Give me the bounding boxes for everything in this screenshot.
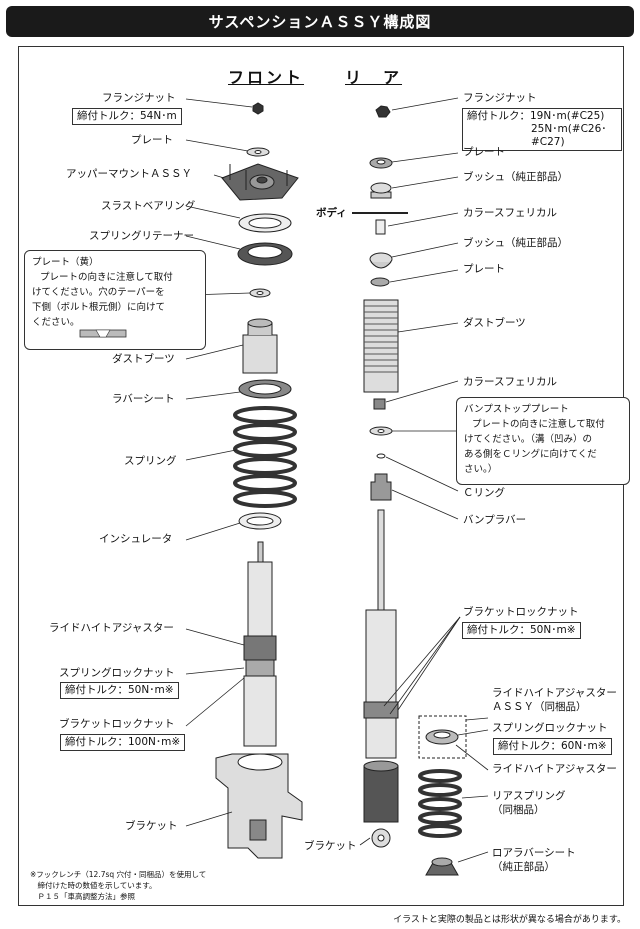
rear-note-line-4: さい。） [464,464,498,475]
rear-flange-torque: 締付トルク：19N･m(#C25) 25N･m(#C26･#C27) [462,108,622,151]
rear-plate-label: プレート [463,146,505,158]
rear-ride-height-assy-label-2: ＡＳＳＹ（同梱品） [492,701,587,713]
rear-flange-nut-icon [375,105,391,118]
disclaimer: イラストと実際の製品とは形状が異なる場合があります。 [393,915,626,925]
spring-retainer-label: スプリングリテーナー [89,230,194,242]
lower-rubber-label-2: （純正部品） [492,861,555,873]
rear-spring-lock-torque: 締付トルク：60N･m※ [493,738,612,755]
rear-flange-nut-label: フランジナット [463,92,537,104]
front-note-title: プレート（黄） [32,257,99,268]
front-bracket-icon [215,753,303,859]
thrust-bearing-label: スラストベアリング [101,200,196,212]
front-dust-boot-label: ダストブーツ [112,353,175,365]
rear-bush-label: ブッシュ（純正部品） [463,171,568,183]
front-note-line-4: ください。 [32,317,80,328]
rear-bracket-lock-torque: 締付トルク：50N･m※ [462,622,581,639]
rear-ride-height-label: ライドハイトアジャスター [492,763,617,775]
front-flange-torque: 締付トルク：54N･m [72,108,182,125]
rear-collar-label: カラースフェリカル [463,207,557,219]
header-rear: リ ア [345,68,403,87]
rear-bush2-label: ブッシュ（純正部品） [463,237,568,249]
rear-dust-boot-label: ダストブーツ [463,317,526,329]
rear-note-line-1: プレートの向きに注意して取付 [472,419,605,430]
front-plate-note: プレート（黄） プレートの向きに注意して取付 けてください。穴のテーパーを 下側… [24,250,206,350]
footnote-1: ※フックレンチ（12.7sq 穴付・同梱品）を使用して [30,870,207,879]
front-note-line-1: プレートの向きに注意して取付 [40,272,173,283]
front-spring-lock-torque: 締付トルク：50N･m※ [60,682,179,699]
rubber-seat-label: ラバーシート [112,393,175,405]
footnote-3: Ｐ１５「車高調整方法」参照 [30,892,135,901]
front-flange-nut-label: フランジナット [102,92,176,104]
rear-bracket-label: ブラケット [304,840,357,852]
rear-flange-torque-line-1: 締付トルク：19N･m(#C25) [467,110,605,122]
front-bracket-label: ブラケット [125,820,178,832]
footnote-2: 締付けた時の数値を示しています。 [30,881,157,890]
rear-collar2-label: カラースフェリカル [463,376,557,388]
rear-note-line-2: けてください。（溝（凹み）の [464,434,592,445]
front-flange-nut-icon [252,102,264,115]
rear-ride-height-assy-label-1: ライドハイトアジャスター [492,687,617,699]
rear-note-line-3: ある側をＣリングに向けてくだ [464,449,597,460]
rear-spring-lock-label: スプリングロックナット [492,722,608,734]
rear-spring-label-2: （同梱品） [492,804,545,816]
rear-plate2-label: プレート [463,263,505,275]
front-bracket-lock-torque: 締付トルク：100N･m※ [60,734,186,751]
rear-spring-label-1: リアスプリング [492,790,566,802]
bump-rubber-label: バンプラバー [463,514,527,526]
header-front: フロント [228,68,305,87]
front-bracket-lock-label: ブラケットロックナット [59,718,175,730]
body-label: ボディ [316,207,347,219]
front-note-line-2: けてください。穴のテーパーを [32,287,165,298]
front-note-line-3: 下側（ボルト根元側）に向けて [32,302,166,313]
front-spring-lock-label: スプリングロックナット [59,667,175,679]
front-plate-label: プレート [131,134,173,146]
front-ride-height-label: ライドハイトアジャスター [49,622,174,634]
rear-bracket-lock-label: ブラケットロックナット [463,606,579,618]
bump-stop-note: バンプストッププレート プレートの向きに注意して取付 けてください。（溝（凹み）… [456,397,630,485]
upper-mount-label: アッパーマウントＡＳＳＹ [66,168,192,180]
page-title: サスペンションＡＳＳＹ構成図 [6,6,634,37]
lower-rubber-label-1: ロアラバーシート [492,847,576,859]
rear-bracket-icon [363,765,399,823]
rear-flange-torque-line-2: 25N･m(#C26･#C27) [531,123,607,148]
c-ring-label: Ｃリング [463,487,505,499]
front-spring-label: スプリング [124,455,177,467]
rear-note-title: バンプストッププレート [464,404,569,415]
insulator-label: インシュレータ [99,533,173,545]
